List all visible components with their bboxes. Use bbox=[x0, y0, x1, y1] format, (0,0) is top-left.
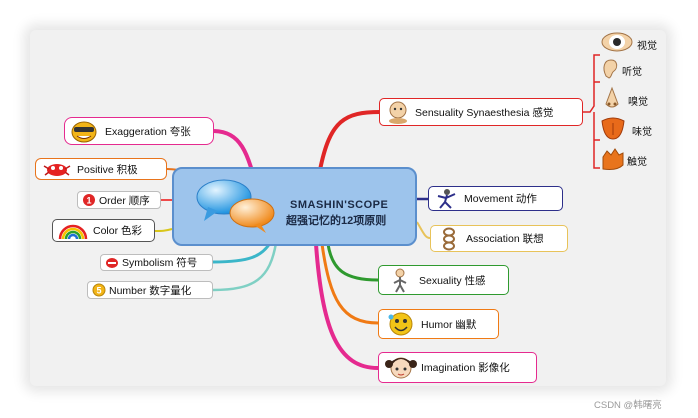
speech-bubbles-icon bbox=[196, 179, 275, 233]
rainbow-icon bbox=[57, 222, 89, 240]
sensuality-baby-icon bbox=[384, 100, 412, 124]
branch-sexuality[interactable]: Sexuality 性感 bbox=[378, 265, 509, 295]
branch-imagination-label: Imagination 影像化 bbox=[421, 362, 510, 374]
exaggeration-face-icon bbox=[69, 119, 99, 143]
number-1-icon: 1 bbox=[82, 193, 96, 207]
branch-humor[interactable]: Humor 幽默 bbox=[378, 309, 499, 339]
branch-association[interactable]: Association 联想 bbox=[430, 225, 568, 252]
branch-humor-label: Humor 幽默 bbox=[421, 318, 477, 331]
branch-exaggeration-label: Exaggeration 夸张 bbox=[105, 125, 191, 138]
nose-icon bbox=[598, 86, 626, 117]
connector-association bbox=[416, 221, 431, 239]
connector-imagination bbox=[314, 243, 379, 370]
central-topic[interactable]: SMASHIN'SCOPE 超强记忆的12项原则 bbox=[172, 167, 417, 246]
branch-movement[interactable]: Movement 动作 bbox=[428, 186, 563, 211]
connector-number bbox=[212, 242, 278, 292]
svg-text:1: 1 bbox=[86, 196, 91, 206]
branch-order-label: Order 顺序 bbox=[99, 194, 150, 207]
ear-icon bbox=[600, 58, 620, 85]
branch-color[interactable]: Color 色彩 bbox=[52, 219, 155, 242]
movement-figure-icon bbox=[433, 188, 461, 210]
connector-sensuality bbox=[318, 110, 381, 171]
number-5-icon: 5 bbox=[92, 283, 106, 297]
branch-exaggeration[interactable]: Exaggeration 夸张 bbox=[64, 117, 214, 145]
branch-number-label: Number 数字量化 bbox=[109, 284, 192, 297]
tongue-icon bbox=[598, 115, 628, 146]
humor-face-icon bbox=[383, 311, 419, 337]
connector-sexuality bbox=[326, 243, 379, 282]
branch-sexuality-label: Sexuality 性感 bbox=[419, 274, 486, 287]
connector-symbolism bbox=[212, 242, 272, 264]
branch-symbolism-label: Symbolism 符号 bbox=[122, 257, 198, 269]
sense-touch-label: 触觉 bbox=[627, 157, 647, 168]
svg-text:5: 5 bbox=[96, 286, 101, 296]
branch-positive-label: Positive 积极 bbox=[77, 163, 138, 176]
branch-movement-label: Movement 动作 bbox=[464, 193, 537, 205]
association-chain-icon bbox=[435, 227, 463, 251]
sexuality-figure-icon bbox=[383, 267, 417, 293]
hand-icon bbox=[597, 145, 627, 176]
sense-taste-label: 味觉 bbox=[632, 127, 652, 138]
sense-sight-label: 视觉 bbox=[637, 41, 657, 52]
branch-positive[interactable]: Positive 积极 bbox=[35, 158, 167, 180]
branch-number[interactable]: 5 Number 数字量化 bbox=[87, 281, 213, 299]
eye-icon bbox=[600, 31, 634, 58]
sense-hearing-label: 听觉 bbox=[622, 67, 642, 78]
connector-senses bbox=[583, 54, 600, 169]
symbol-icon bbox=[105, 257, 119, 269]
branch-symbolism[interactable]: Symbolism 符号 bbox=[100, 254, 213, 271]
connector-color bbox=[154, 228, 173, 232]
central-subtitle: 超强记忆的12项原则 bbox=[286, 215, 387, 227]
branch-color-label: Color 色彩 bbox=[93, 225, 143, 237]
branch-association-label: Association 联想 bbox=[466, 233, 544, 245]
positive-bug-icon bbox=[40, 160, 74, 178]
branch-sensuality[interactable]: Sensuality Synaesthesia 感觉 bbox=[379, 98, 583, 126]
branch-sensuality-label: Sensuality Synaesthesia 感觉 bbox=[415, 106, 554, 119]
branch-imagination[interactable]: Imagination 影像化 bbox=[378, 352, 537, 383]
connector-humor bbox=[320, 243, 379, 325]
branch-order[interactable]: 1 Order 顺序 bbox=[77, 191, 161, 209]
central-title: SMASHIN'SCOPE bbox=[290, 199, 389, 211]
imagination-girl-icon bbox=[383, 354, 419, 382]
sense-smell-label: 嗅觉 bbox=[628, 97, 648, 108]
watermark: CSDN @韩曙亮 bbox=[594, 400, 662, 411]
